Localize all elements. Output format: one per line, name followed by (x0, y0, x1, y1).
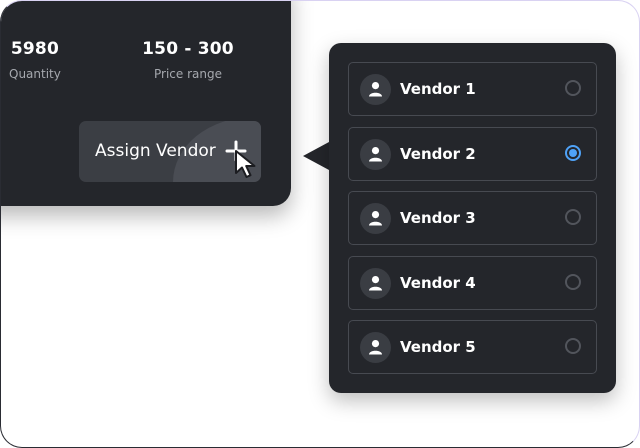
vendor-radio[interactable] (565, 209, 581, 225)
assign-vendor-label: Assign Vendor (95, 141, 216, 161)
vendor-radio[interactable] (565, 80, 581, 96)
avatar (360, 332, 391, 363)
price-range-value: 150 - 300 (142, 39, 234, 59)
vendor-option[interactable]: Vendor 3 (348, 191, 597, 245)
vendor-radio[interactable] (565, 338, 581, 354)
vendor-label: Vendor 1 (400, 80, 476, 98)
avatar (360, 203, 391, 234)
vendor-label: Vendor 4 (400, 274, 476, 292)
vendor-radio[interactable] (565, 145, 581, 161)
vendor-option[interactable]: Vendor 2 (348, 127, 597, 181)
vendor-label: Vendor 2 (400, 145, 476, 163)
vendor-radio[interactable] (565, 274, 581, 290)
user-icon (369, 82, 382, 97)
avatar (360, 268, 391, 299)
user-icon (369, 340, 382, 355)
vendor-label: Vendor 3 (400, 209, 476, 227)
assign-vendor-button[interactable]: Assign Vendor (79, 121, 261, 182)
user-icon (369, 276, 382, 291)
price-range-stat: 150 - 300 Price range (141, 39, 235, 81)
vendor-option[interactable]: Vendor 5 (348, 320, 597, 374)
user-icon (369, 147, 382, 162)
vendor-option[interactable]: Vendor 4 (348, 256, 597, 310)
avatar (360, 139, 391, 170)
vendor-list-panel: Vendor 1 Vendor 2 Vendor 3 Vendor 4 (329, 43, 616, 393)
quantity-value: 5980 (10, 39, 59, 59)
quantity-stat: 5980 Quantity (9, 39, 61, 81)
popover-pointer (303, 142, 329, 170)
user-icon (369, 211, 382, 226)
price-range-label: Price range (154, 67, 222, 81)
quantity-label: Quantity (9, 67, 61, 81)
product-card: 5980 Quantity 150 - 300 Price range Assi… (1, 1, 291, 206)
avatar (360, 74, 391, 105)
mouse-cursor-icon (235, 150, 256, 178)
vendor-label: Vendor 5 (400, 338, 476, 356)
vendor-option[interactable]: Vendor 1 (348, 62, 597, 116)
